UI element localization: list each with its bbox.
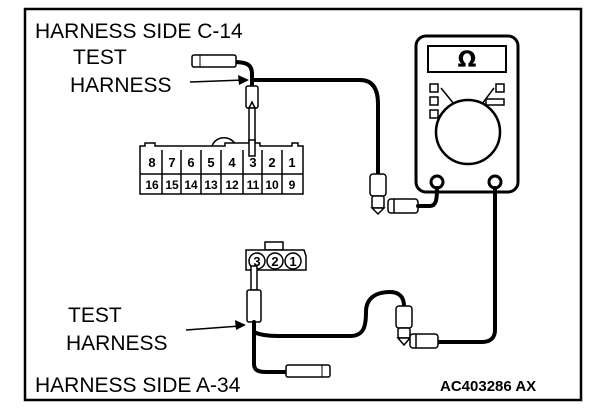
test-harness-bottom-label-1: TEST xyxy=(68,304,122,327)
a34-pin-1: 1 xyxy=(289,254,296,269)
test-harness-top-probe-body xyxy=(245,85,259,109)
connector-a34: 3 2 1 xyxy=(245,241,307,271)
test-harness-bottom-arrowhead xyxy=(235,320,246,330)
ohm-symbol: Ω xyxy=(458,48,477,73)
test-harness-bottom-label-2: HARNESS xyxy=(66,332,168,355)
top-connector-label: HARNESS SIDE C-14 xyxy=(35,20,243,43)
a34-pin-3: 3 xyxy=(253,254,260,269)
test-harness-top-label-2: HARNESS xyxy=(70,74,172,97)
c14-pin-2: 2 xyxy=(268,155,275,170)
c14-pin-13: 13 xyxy=(204,178,218,192)
wire-c14-to-meter xyxy=(250,78,380,176)
test-harness-bottom-leader xyxy=(185,325,241,331)
meter-lead-bottom xyxy=(395,305,439,349)
c14-pin-15: 15 xyxy=(165,178,179,192)
test-harness-top-leader xyxy=(189,79,245,83)
ohmmeter-display xyxy=(427,45,507,73)
figure-code: AC403286 AX xyxy=(440,378,536,395)
c14-pin-3: 3 xyxy=(249,155,256,170)
c14-pin-9: 9 xyxy=(289,178,296,192)
c14-pin-12: 12 xyxy=(225,178,239,192)
c14-pin-1: 1 xyxy=(288,155,295,170)
test-harness-bottom-lead xyxy=(252,330,290,374)
test-harness-bottom-plug xyxy=(285,364,331,378)
c14-pin-7: 7 xyxy=(168,155,175,170)
test-harness-top-plug xyxy=(191,54,237,68)
wire-meter-negative xyxy=(416,186,439,208)
test-harness-top-arrowhead xyxy=(238,75,249,85)
c14-pin-14: 14 xyxy=(184,178,198,192)
meter-lead-top xyxy=(369,173,439,216)
test-harness-bottom-probe-body xyxy=(246,289,262,323)
c14-pin-10: 10 xyxy=(265,178,279,192)
c14-pin-6: 6 xyxy=(187,155,194,170)
diagram-frame xyxy=(23,7,583,402)
c14-pin-11: 11 xyxy=(247,178,260,192)
c14-pin-5: 5 xyxy=(207,155,214,170)
c14-pin-8: 8 xyxy=(148,155,155,170)
ohmmeter: Ω xyxy=(414,34,520,194)
c14-pin-4: 4 xyxy=(228,155,236,170)
test-harness-bottom-probe-tip xyxy=(250,265,258,291)
c14-pin-16: 16 xyxy=(145,178,159,192)
test-harness-bottom xyxy=(185,265,406,378)
wire-meter-positive xyxy=(434,186,497,344)
bottom-connector-label: HARNESS SIDE A-34 xyxy=(35,374,241,397)
test-harness-top-label-1: TEST xyxy=(73,46,127,69)
ohmmeter-dial xyxy=(434,98,502,166)
wire-a34-to-meter xyxy=(252,290,406,338)
a34-pin-2: 2 xyxy=(271,254,278,269)
test-harness-top-probe-tip-over xyxy=(248,139,256,157)
connector-c14: 8 7 6 5 4 3 2 1 16 15 14 13 12 11 10 9 xyxy=(139,137,304,195)
